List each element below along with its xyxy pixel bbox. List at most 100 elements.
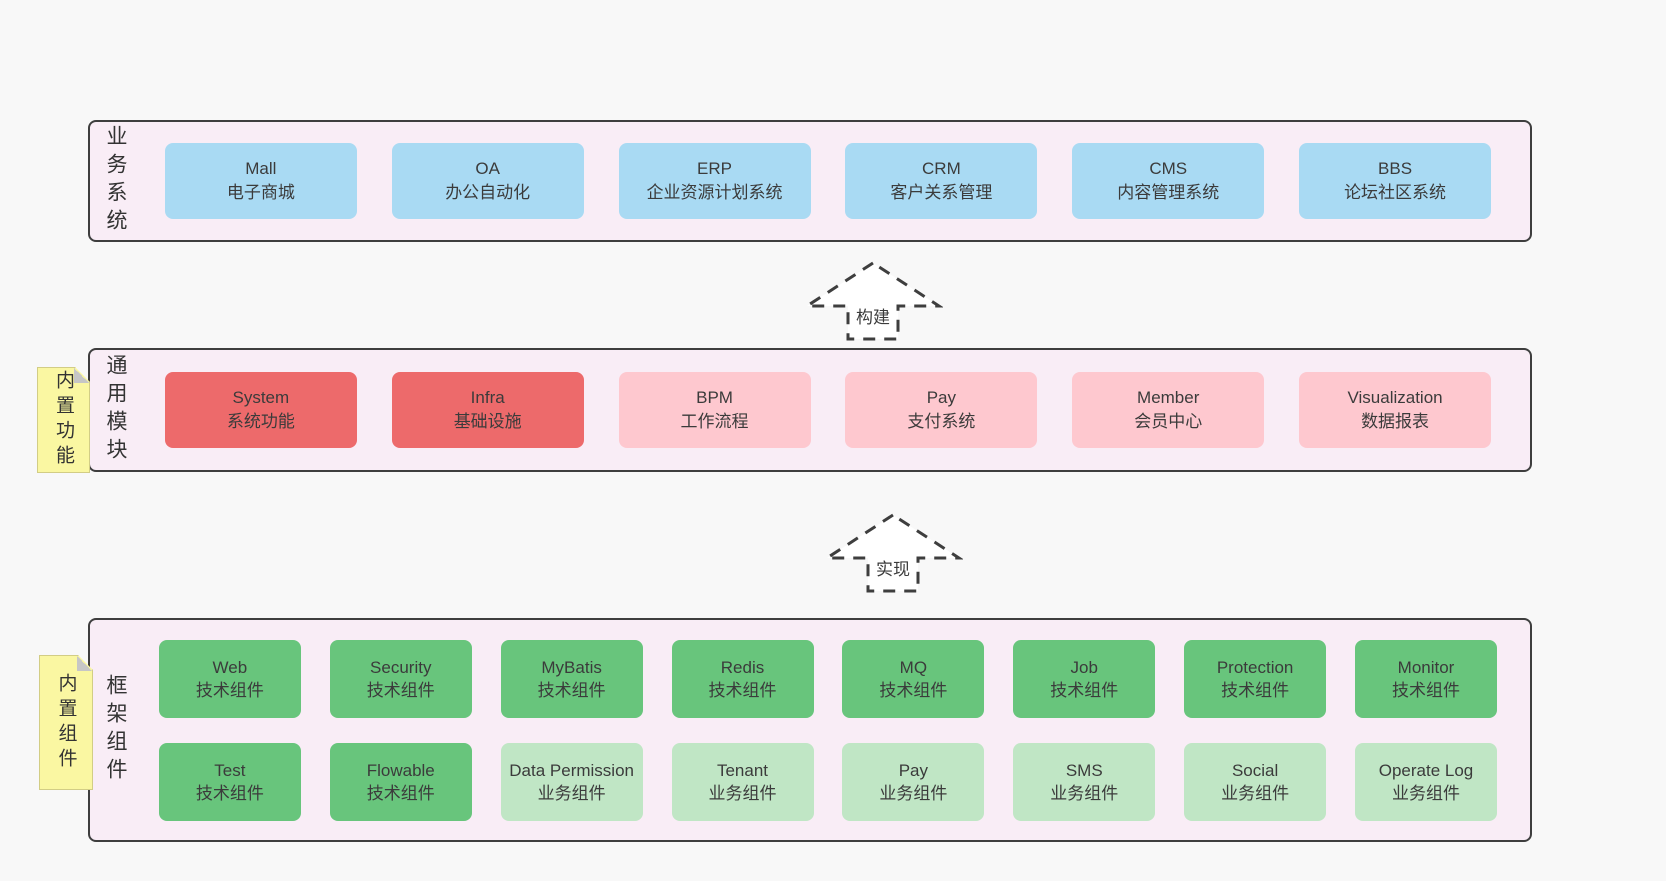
box-subtitle: 客户关系管理 xyxy=(890,183,993,202)
box-title: Visualization xyxy=(1347,388,1443,407)
box-bpm: BPM 工作流程 xyxy=(618,372,811,448)
box-title: ERP xyxy=(697,159,733,178)
box-bbs: BBS 论坛社区系统 xyxy=(1299,143,1492,219)
box-job: Job 技术组件 xyxy=(1013,639,1156,718)
arrow-build-label: 构建 xyxy=(853,302,893,329)
box-subtitle: 基础设施 xyxy=(453,412,522,431)
box-title: Operate Log xyxy=(1378,760,1474,780)
box-title: SMS xyxy=(1065,760,1103,780)
box-subtitle: 技术组件 xyxy=(879,680,948,700)
box-system: System 系统功能 xyxy=(164,372,357,448)
framework-components-grid: Web 技术组件 Security 技术组件 MyBatis 技术组件 Redi… xyxy=(130,639,1530,821)
box-subtitle: 技术组件 xyxy=(1050,680,1119,700)
box-subtitle: 业务组件 xyxy=(879,783,948,803)
box-operate-log: Operate Log 业务组件 xyxy=(1355,742,1497,821)
box-title: Member xyxy=(1137,388,1200,407)
band-business-systems-label: 业务系统 xyxy=(104,125,127,237)
dashed-up-arrow-icon xyxy=(823,513,963,593)
business-systems-boxes: Mall 电子商城 OA 办公自动化 ERP 企业资源计划系统 CRM 客户关系… xyxy=(130,143,1530,219)
sticky-note-built-in-components: 内置组件 xyxy=(39,655,93,790)
box-subtitle: 系统功能 xyxy=(226,412,295,431)
box-subtitle: 工作流程 xyxy=(680,412,749,431)
box-protection: Protection 技术组件 xyxy=(1184,639,1327,718)
box-title: Tenant xyxy=(716,760,769,780)
box-monitor: Monitor 技术组件 xyxy=(1355,639,1497,718)
box-pay-component: Pay 业务组件 xyxy=(842,742,985,821)
band-business-systems: 业务系统 Mall 电子商城 OA 办公自动化 ERP 企业资源计划系统 CRM… xyxy=(88,120,1532,242)
sticky-note-label: 内置功能 xyxy=(53,370,74,470)
box-mybatis: MyBatis 技术组件 xyxy=(500,639,643,718)
box-subtitle: 支付系统 xyxy=(907,412,976,431)
box-title: BBS xyxy=(1378,159,1413,178)
box-crm: CRM 客户关系管理 xyxy=(845,143,1038,219)
box-tenant: Tenant 业务组件 xyxy=(671,742,814,821)
box-subtitle: 会员中心 xyxy=(1134,412,1203,431)
framework-components-row-1: Web 技术组件 Security 技术组件 MyBatis 技术组件 Redi… xyxy=(130,639,1526,718)
box-title: Mall xyxy=(245,159,277,178)
box-data-permission: Data Permission 业务组件 xyxy=(500,742,643,821)
box-visualization: Visualization 数据报表 xyxy=(1299,372,1492,448)
box-title: Test xyxy=(214,760,246,780)
box-subtitle: 业务组件 xyxy=(1392,783,1460,803)
box-subtitle: 论坛社区系统 xyxy=(1344,183,1447,202)
box-social: Social 业务组件 xyxy=(1184,742,1327,821)
sticky-note-label: 内置组件 xyxy=(55,672,77,773)
box-subtitle: 业务组件 xyxy=(708,783,777,803)
box-title: Security xyxy=(370,657,432,677)
box-erp: ERP 企业资源计划系统 xyxy=(618,143,811,219)
box-subtitle: 电子商城 xyxy=(226,183,295,202)
box-subtitle: 内容管理系统 xyxy=(1117,183,1220,202)
box-title: Monitor xyxy=(1397,657,1455,677)
framework-components-row-2: Test 技术组件 Flowable 技术组件 Data Permission … xyxy=(130,742,1526,821)
box-test: Test 技术组件 xyxy=(158,742,301,821)
box-subtitle: 技术组件 xyxy=(537,680,606,700)
box-subtitle: 数据报表 xyxy=(1361,412,1430,431)
box-subtitle: 业务组件 xyxy=(1221,783,1290,803)
box-pay-system: Pay 支付系统 xyxy=(845,372,1038,448)
dashed-up-arrow-icon xyxy=(803,261,943,341)
band-framework-components-label: 框架组件 xyxy=(104,674,127,786)
box-title: CMS xyxy=(1149,159,1188,178)
box-title: Pay xyxy=(898,760,929,780)
box-title: Data Permission xyxy=(509,760,634,780)
box-infra: Infra 基础设施 xyxy=(391,372,584,448)
box-title: System xyxy=(232,388,290,407)
box-mq: MQ 技术组件 xyxy=(842,639,985,718)
box-subtitle: 技术组件 xyxy=(195,680,264,700)
box-title: Infra xyxy=(470,388,505,407)
box-subtitle: 业务组件 xyxy=(1050,783,1119,803)
box-mall: Mall 电子商城 xyxy=(164,143,357,219)
box-subtitle: 技术组件 xyxy=(366,680,435,700)
box-title: Web xyxy=(212,657,248,677)
box-subtitle: 技术组件 xyxy=(1221,680,1290,700)
band-common-modules-label: 通用模块 xyxy=(104,354,127,466)
box-title: MyBatis xyxy=(541,657,602,677)
box-subtitle: 办公自动化 xyxy=(445,183,531,202)
box-oa: OA 办公自动化 xyxy=(391,143,584,219)
box-subtitle: 技术组件 xyxy=(1392,680,1460,700)
box-title: MQ xyxy=(899,657,928,677)
box-title: CRM xyxy=(922,159,961,178)
box-title: Job xyxy=(1070,657,1098,677)
box-title: Protection xyxy=(1216,657,1294,677)
box-title: Redis xyxy=(720,657,765,677)
box-subtitle: 技术组件 xyxy=(366,783,435,803)
band-framework-components: 框架组件 Web 技术组件 Security 技术组件 MyBatis 技术组件… xyxy=(88,618,1532,842)
box-sms: SMS 业务组件 xyxy=(1013,742,1156,821)
sticky-note-built-in-features: 内置功能 xyxy=(37,367,90,473)
box-subtitle: 技术组件 xyxy=(195,783,264,803)
box-member: Member 会员中心 xyxy=(1072,372,1265,448)
box-security: Security 技术组件 xyxy=(329,639,472,718)
arrow-implement-label: 实现 xyxy=(873,554,913,581)
box-title: Flowable xyxy=(366,760,435,780)
box-web: Web 技术组件 xyxy=(158,639,301,718)
band-common-modules: 通用模块 System 系统功能 Infra 基础设施 BPM 工作流程 Pay… xyxy=(88,348,1532,472)
arrow-implement: 实现 xyxy=(823,512,963,594)
box-subtitle: 企业资源计划系统 xyxy=(646,183,783,202)
box-cms: CMS 内容管理系统 xyxy=(1072,143,1265,219)
box-title: Pay xyxy=(926,388,957,407)
box-redis: Redis 技术组件 xyxy=(671,639,814,718)
box-subtitle: 业务组件 xyxy=(537,783,606,803)
box-title: Social xyxy=(1231,760,1279,780)
